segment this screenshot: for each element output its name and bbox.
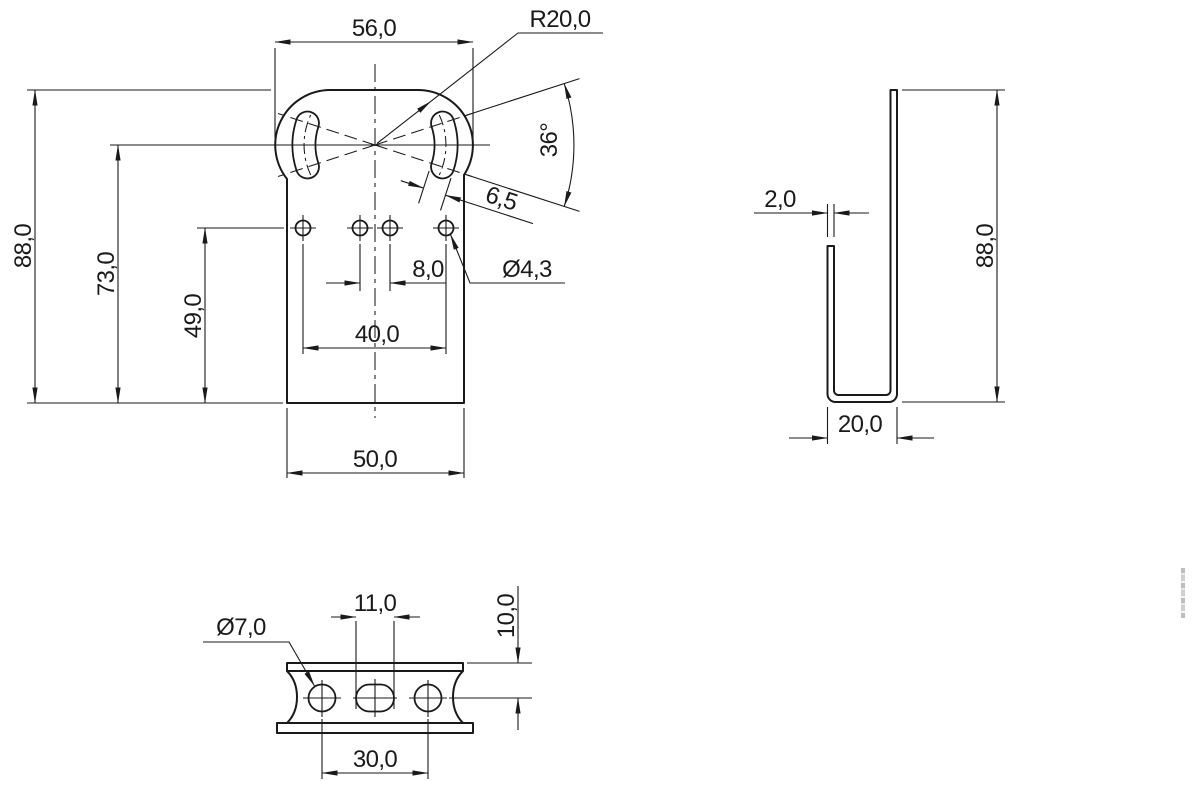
dim-text-slot-radius: R20,0	[529, 6, 590, 33]
hole-crosshair	[433, 215, 459, 241]
angle-leg	[465, 173, 580, 212]
leader-arrow	[376, 100, 432, 144]
leader-line	[449, 234, 565, 284]
dim-text-body-width: 50,0	[353, 446, 398, 473]
side-view: 2,0 88,0 20,0	[754, 89, 1005, 444]
slot-centerline-arc-right	[438, 114, 447, 176]
watermark	[1181, 568, 1185, 618]
slot-angle-ray	[374, 113, 473, 146]
hole-crosshair	[290, 215, 316, 241]
dim-text-hole-row-height: 49,0	[180, 294, 207, 339]
dim-text-slot-center-height: 73,0	[93, 252, 120, 297]
extension-line	[902, 89, 1005, 403]
front-outline	[274, 89, 474, 404]
center-slot	[355, 683, 395, 713]
dim-hole-pitch-inner: 8,0	[326, 244, 446, 291]
hole-crosshair	[303, 680, 341, 717]
dim-text-bottom-hole-pitch: 30,0	[353, 746, 398, 773]
dim-text-bottom-hole-offset: 10,0	[493, 594, 520, 639]
dim-thickness: 2,0	[754, 186, 869, 237]
dim-text-depth: 20,0	[838, 411, 883, 438]
slot-angle-ray	[277, 144, 376, 177]
dim-hole-pitch-outer: 40,0	[302, 244, 447, 354]
dim-bottom-slot-width: 11,0	[331, 590, 420, 709]
dim-body-width: 50,0	[286, 408, 465, 478]
hole-crosshair	[347, 215, 373, 241]
bottom-outline	[276, 662, 474, 734]
extension-line	[27, 89, 283, 404]
dim-slot-center-height: 73,0	[93, 144, 121, 404]
dim-bottom-hole-offset: 10,0	[449, 586, 532, 730]
bottom-view: 11,0 Ø7,0 30,0 10,0	[203, 586, 532, 779]
extension-line	[321, 719, 429, 779]
extension-line	[286, 408, 465, 478]
leader-line	[203, 641, 315, 687]
leader-hole-diameter: Ø4,3	[449, 234, 565, 284]
hole-crosshair	[377, 215, 403, 241]
dim-slot-width: 6,5	[400, 170, 534, 225]
extension-line	[302, 244, 447, 354]
extension-line	[826, 204, 835, 237]
extension-line	[355, 621, 395, 709]
extension-line	[418, 170, 452, 211]
extension-line	[449, 662, 532, 699]
dim-height-total: 88,0	[10, 89, 283, 404]
dim-text-hole-pitch-inner: 8,0	[412, 256, 444, 283]
dimension-line	[400, 180, 425, 189]
extension-line	[274, 48, 474, 138]
side-outline	[826, 89, 898, 403]
slot-angle-ray	[374, 144, 473, 177]
hole-crosshair	[353, 679, 397, 717]
leader-line	[430, 32, 603, 102]
dim-head-width: 56,0	[274, 15, 474, 138]
dim-text-hole-diameter: Ø4,3	[502, 256, 552, 283]
dim-bottom-hole-pitch: 30,0	[321, 719, 429, 779]
dim-text-hole-pitch-outer: 40,0	[355, 321, 400, 348]
slot-angle-ray	[277, 113, 376, 146]
angle-arc	[563, 83, 575, 207]
dim-text-height-total: 88,0	[10, 224, 37, 269]
dim-side-height: 88,0	[902, 89, 1005, 403]
dim-text-bottom-hole-diameter: Ø7,0	[216, 614, 266, 641]
dim-text-slot-angle: 36°	[536, 123, 563, 158]
dimension-line	[445, 194, 469, 204]
leader-slot-radius: R20,0	[376, 6, 603, 144]
slot-centerline-arc-left	[303, 114, 312, 176]
dim-text-bottom-slot-width: 11,0	[354, 590, 397, 617]
front-view: 56,0 88,0 73,0 49,0 50,0 40	[10, 6, 603, 478]
hole-crosshair	[409, 680, 447, 717]
dim-text-thickness: 2,0	[764, 186, 796, 213]
dim-text-side-height: 88,0	[972, 224, 999, 269]
dim-depth: 20,0	[789, 407, 934, 444]
dim-slot-angle: 36°	[465, 78, 580, 212]
dim-text-head-width: 56,0	[352, 15, 397, 42]
angle-leg	[465, 78, 580, 117]
dimension-tail	[468, 202, 534, 225]
dim-hole-row-height: 49,0	[180, 227, 284, 404]
leader-bottom-hole-diameter: Ø7,0	[203, 614, 315, 687]
dim-text-slot-width: 6,5	[482, 181, 521, 217]
